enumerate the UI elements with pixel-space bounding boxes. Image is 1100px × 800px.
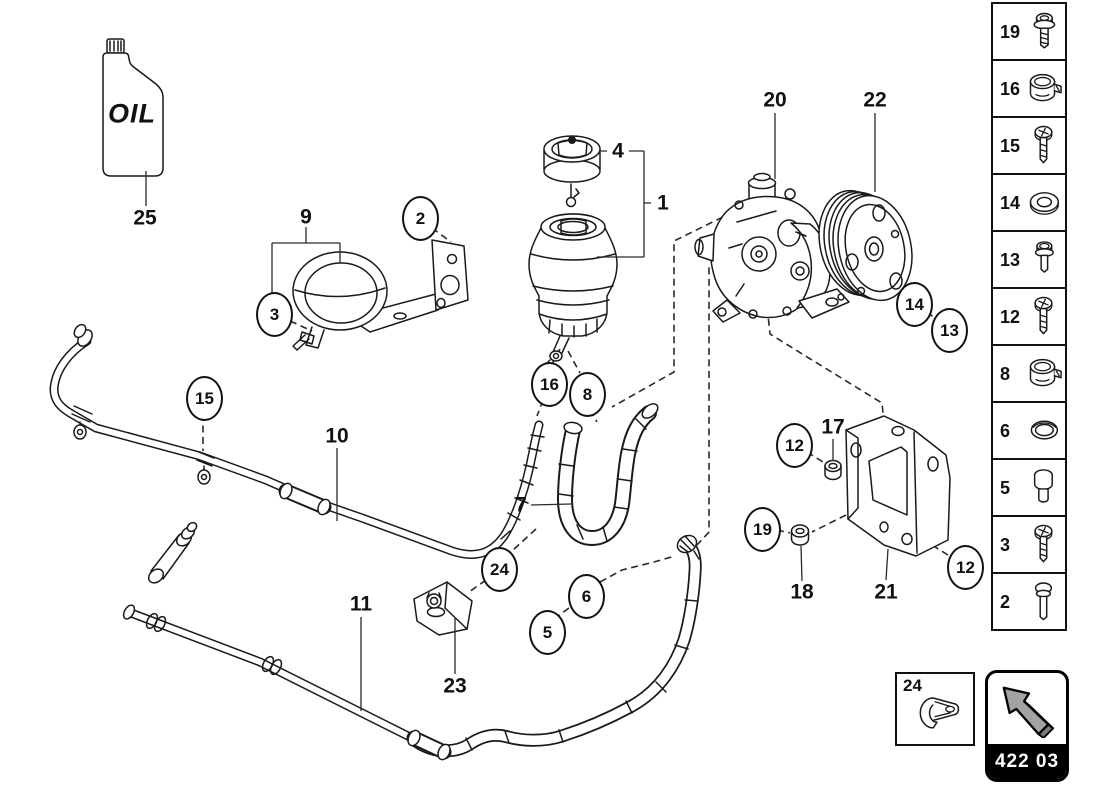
callout-8[interactable]: 8	[569, 372, 606, 417]
label-4[interactable]: 4	[612, 139, 624, 163]
sidebar-item-6[interactable]: 6	[991, 401, 1067, 460]
part-number: 8	[1000, 363, 1011, 384]
union-fitting-art	[147, 521, 198, 584]
part-number: 13	[1000, 249, 1021, 270]
sidebar-item-14[interactable]: 14	[991, 173, 1067, 232]
bracket-23-art	[413, 581, 473, 636]
pulley-art	[818, 189, 913, 302]
part-number: 16	[1000, 78, 1021, 99]
label-20[interactable]: 20	[763, 88, 787, 112]
bracket-21-art	[790, 415, 951, 557]
arrow-area	[988, 673, 1066, 744]
label-1[interactable]: 1	[657, 191, 669, 215]
callout-19[interactable]: 19	[744, 507, 781, 552]
clamp-bracket-art	[292, 239, 469, 351]
parts-sidebar: 19 16 15 14 13 12 8 6 5 3 2	[991, 2, 1067, 631]
callout-12[interactable]: 12	[776, 423, 813, 468]
label-18[interactable]: 18	[790, 580, 814, 604]
label-10[interactable]: 10	[325, 424, 349, 448]
screw-icon	[1024, 520, 1065, 570]
label-23[interactable]: 23	[443, 674, 467, 698]
sidebar-item-12[interactable]: 12	[991, 287, 1067, 346]
sidebar-item-15[interactable]: 15	[991, 116, 1067, 175]
sidebar-item-19[interactable]: 19	[991, 2, 1067, 61]
part-number: 14	[1000, 192, 1021, 213]
part-number: 3	[1000, 534, 1011, 555]
flange-bolt-icon	[1024, 7, 1065, 57]
flange-nut-icon	[1024, 235, 1065, 285]
label-11[interactable]: 11	[349, 592, 373, 616]
part-number: 19	[1000, 21, 1021, 42]
callout-13[interactable]: 13	[931, 308, 968, 353]
callout-2[interactable]: 2	[402, 196, 439, 241]
plug-bolt-icon	[1024, 463, 1065, 513]
pipe-clip-icon	[909, 690, 965, 734]
oil-bottle-label: OIL	[108, 98, 156, 129]
callout-3[interactable]: 3	[256, 292, 293, 337]
page-code-bar: 422 03	[988, 744, 1066, 779]
part-number: 12	[1000, 306, 1021, 327]
o-ring-icon	[1024, 406, 1065, 456]
hose-clamp-icon	[1024, 349, 1065, 399]
pipe-11-art	[122, 534, 702, 761]
inset-box-24[interactable]: 24	[895, 672, 975, 746]
part-number: 15	[1000, 135, 1021, 156]
sidebar-item-2[interactable]: 2	[991, 572, 1067, 631]
part-number: 6	[1000, 420, 1011, 441]
oil-bottle-art	[102, 38, 164, 177]
inset-part-number: 24	[903, 676, 922, 695]
sidebar-item-5[interactable]: 5	[991, 458, 1067, 517]
pipe-10-art	[49, 323, 545, 559]
callout-6[interactable]: 6	[568, 574, 605, 619]
label-17[interactable]: 17	[821, 415, 845, 439]
label-9[interactable]: 9	[300, 205, 312, 229]
sidebar-item-16[interactable]: 16	[991, 59, 1067, 118]
label-7[interactable]: 7	[515, 493, 527, 517]
screw-icon	[1024, 121, 1065, 171]
callout-12b[interactable]: 12	[947, 545, 984, 590]
callout-16[interactable]: 16	[531, 362, 568, 407]
screw-icon	[1024, 292, 1065, 342]
leader-lines	[145, 113, 889, 711]
callout-5[interactable]: 5	[529, 610, 566, 655]
sidebar-item-13[interactable]: 13	[991, 230, 1067, 289]
label-22[interactable]: 22	[863, 88, 887, 112]
part-number: 2	[1000, 591, 1011, 612]
bolt-icon	[1024, 577, 1065, 627]
callout-15[interactable]: 15	[186, 376, 223, 421]
hose-clamp-icon	[1024, 64, 1065, 114]
sidebar-item-8[interactable]: 8	[991, 344, 1067, 403]
label-25[interactable]: 25	[133, 206, 157, 230]
page-code: 422 03	[994, 750, 1060, 772]
washer-icon	[1024, 178, 1065, 228]
label-21[interactable]: 21	[874, 580, 898, 604]
pump-art	[694, 172, 850, 323]
arrow-up-left-icon	[1002, 686, 1055, 738]
part-number: 5	[1000, 477, 1011, 498]
sidebar-item-3[interactable]: 3	[991, 515, 1067, 574]
hose-7-art	[556, 403, 659, 547]
callout-24[interactable]: 24	[481, 547, 518, 592]
callout-14[interactable]: 14	[896, 282, 933, 327]
reservoir-art	[528, 135, 618, 365]
page-code-box[interactable]: 422 03	[985, 670, 1069, 782]
